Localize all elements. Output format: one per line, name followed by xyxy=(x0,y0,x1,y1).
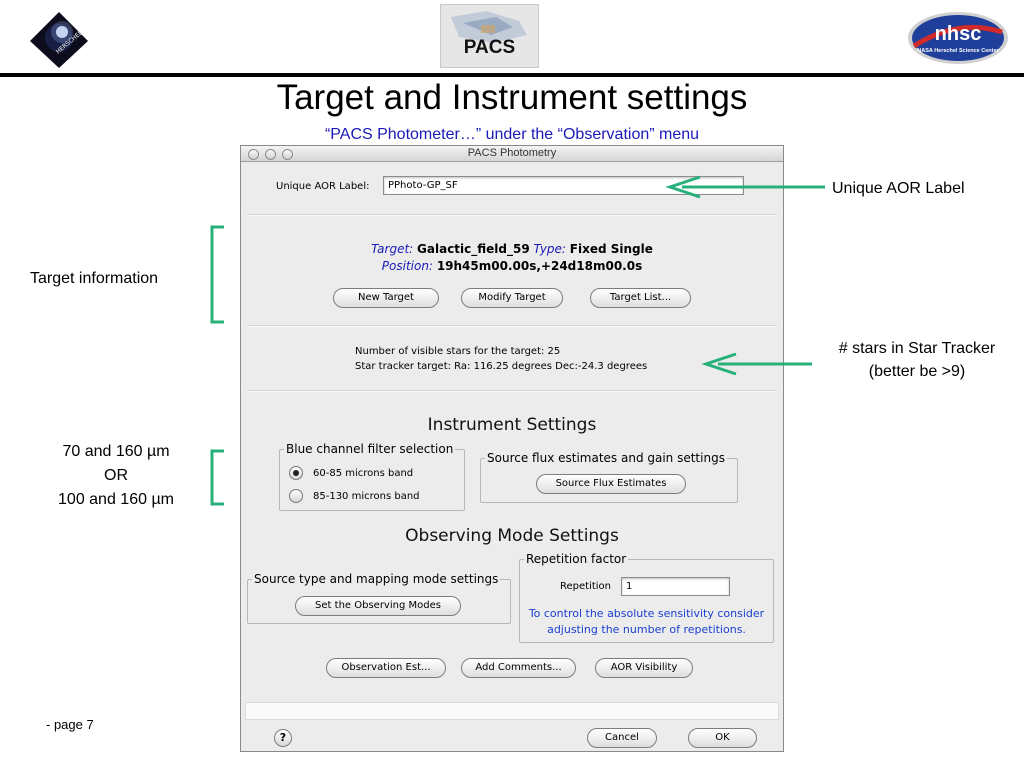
filter-85-130-label[interactable]: 85-130 microns band xyxy=(313,491,420,502)
page-number: - page 7 xyxy=(46,717,94,732)
annotation-star-tracker-2: (better be >9) xyxy=(868,363,966,380)
observation-est-button[interactable]: Observation Est... xyxy=(326,658,446,678)
filter-group-label: Blue channel filter selection xyxy=(284,442,456,456)
target-value: Galactic_field_59 xyxy=(417,242,530,256)
filter-60-85-radio[interactable] xyxy=(289,466,303,480)
target-key: Target: xyxy=(371,242,414,256)
separator xyxy=(247,390,777,392)
aor-visibility-button[interactable]: AOR Visibility xyxy=(595,658,693,678)
visible-stars-text: Number of visible stars for the target: … xyxy=(355,346,561,357)
slide-subtitle: “PACS Photometer…” under the “Observatio… xyxy=(324,126,700,143)
herschel-logo: HERSCHEL xyxy=(28,10,90,70)
nhsc-logo-subtext: NASA Herschel Science Center xyxy=(917,48,999,54)
source-flux-estimates-button[interactable]: Source Flux Estimates xyxy=(536,474,686,494)
separator xyxy=(247,214,777,216)
pacs-logo: PACS xyxy=(440,4,539,68)
annotation-filter-3: 100 and 160 µm xyxy=(58,491,174,508)
set-observing-modes-button[interactable]: Set the Observing Modes xyxy=(295,596,461,616)
annotation-filter-1: 70 and 160 µm xyxy=(62,443,170,460)
window-title: PACS Photometry xyxy=(467,147,557,159)
close-window-button[interactable] xyxy=(248,149,259,160)
repetition-label: Repetition xyxy=(560,581,612,592)
position-value: 19h45m00.00s,+24d18m00.0s xyxy=(436,259,643,273)
header-divider xyxy=(0,73,1024,77)
separator xyxy=(247,325,777,327)
repetition-group-label: Repetition factor xyxy=(524,552,629,566)
ok-button[interactable]: OK xyxy=(688,728,757,748)
radio-selected-dot xyxy=(293,470,299,476)
position-line: Position: 19h45m00.00s,+24d18m00.0s xyxy=(241,259,783,273)
type-value: Fixed Single xyxy=(569,242,653,256)
repetition-group-box xyxy=(519,559,774,643)
add-comments-button[interactable]: Add Comments... xyxy=(461,658,576,678)
annotation-filter-2: OR xyxy=(104,467,128,484)
annotation-star-tracker-1: # stars in Star Tracker xyxy=(838,340,996,357)
aor-label-input[interactable]: PPhoto-GP_SF xyxy=(383,176,744,195)
annotation-target-info: Target information xyxy=(30,270,159,287)
cancel-button[interactable]: Cancel xyxy=(587,728,657,748)
repetition-input[interactable]: 1 xyxy=(621,577,730,596)
new-target-button[interactable]: New Target xyxy=(333,288,439,308)
filter-bracket xyxy=(210,449,224,506)
repetition-hint-line1: To control the absolute sensitivity cons… xyxy=(528,607,765,620)
minimize-window-button[interactable] xyxy=(265,149,276,160)
nhsc-logo-text: nhsc xyxy=(935,23,982,45)
position-key: Position: xyxy=(381,259,433,273)
flux-group-label: Source flux estimates and gain settings xyxy=(485,451,727,465)
observing-mode-heading: Observing Mode Settings xyxy=(405,526,619,546)
star-tracker-text: Star tracker target: Ra: 116.25 degrees … xyxy=(355,361,648,372)
help-button[interactable]: ? xyxy=(274,729,292,747)
target-line: Target: Galactic_field_59 Type: Fixed Si… xyxy=(241,242,783,256)
slide-title: Target and Instrument settings xyxy=(276,78,748,117)
instrument-settings-heading: Instrument Settings xyxy=(427,415,597,435)
nhsc-logo: nhsc NASA Herschel Science Center xyxy=(906,10,1010,66)
annotation-unique-aor: Unique AOR Label xyxy=(832,180,965,197)
zoom-window-button[interactable] xyxy=(282,149,293,160)
target-bracket xyxy=(210,225,224,324)
window-titlebar[interactable]: PACS Photometry xyxy=(241,146,783,162)
pacs-photometry-dialog: PACS Photometry Unique AOR Label: PPhoto… xyxy=(240,145,784,752)
repetition-hint-line2: adjusting the number of repetitions. xyxy=(547,623,746,636)
filter-85-130-radio[interactable] xyxy=(289,489,303,503)
type-key: Type: xyxy=(533,242,566,256)
mapping-group-label: Source type and mapping mode settings xyxy=(252,572,501,586)
target-list-button[interactable]: Target List... xyxy=(590,288,691,308)
status-bar xyxy=(245,702,779,720)
pacs-logo-text: PACS xyxy=(463,37,516,58)
aor-label: Unique AOR Label: xyxy=(276,181,370,192)
modify-target-button[interactable]: Modify Target xyxy=(461,288,563,308)
filter-60-85-label[interactable]: 60-85 microns band xyxy=(313,468,414,479)
